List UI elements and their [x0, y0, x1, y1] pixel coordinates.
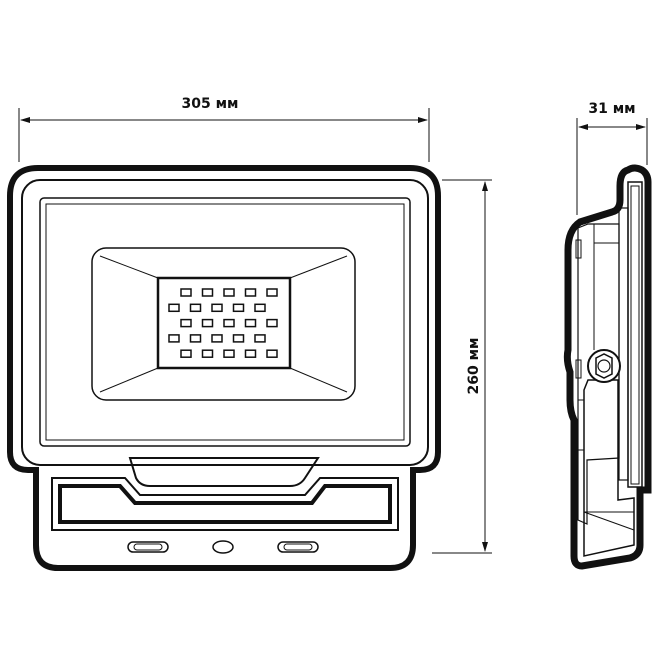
led-chip [201, 349, 214, 358]
height-label: 260 мм [466, 338, 482, 395]
side-view [563, 164, 652, 570]
width-label: 305 мм [182, 96, 239, 112]
led-chip [244, 349, 257, 358]
led-chip [266, 318, 278, 328]
led-chip [168, 303, 180, 313]
led-chip [244, 288, 257, 297]
led-chip [189, 334, 202, 343]
led-chip [180, 318, 192, 328]
led-chip [180, 288, 192, 297]
led-chip [223, 318, 235, 328]
width-dimension: 305 мм [18, 96, 430, 162]
led-chip [211, 303, 223, 313]
led-chip [254, 303, 266, 313]
led-chip [232, 334, 245, 343]
depth-dimension: 31 мм [576, 101, 648, 215]
mount-slot-left [127, 541, 169, 553]
led-chip [180, 349, 192, 358]
led-chip [223, 288, 235, 297]
height-dimension: 260 мм [432, 179, 492, 554]
led-chip [244, 318, 257, 328]
depth-label: 31 мм [588, 101, 635, 117]
led-chip [223, 349, 235, 358]
led-chip [266, 288, 278, 297]
led-chip [201, 288, 214, 297]
mount-slot-right [277, 541, 319, 553]
led-chip [168, 334, 180, 343]
led-chip [266, 349, 278, 358]
led-chip [211, 334, 223, 343]
led-chip [232, 303, 245, 313]
led-chip [254, 334, 266, 343]
led-board [156, 276, 292, 370]
led-grid [168, 288, 278, 358]
led-chip [189, 303, 202, 313]
led-chip [201, 318, 214, 328]
mount-hole-center [212, 540, 234, 554]
front-view [7, 165, 441, 571]
